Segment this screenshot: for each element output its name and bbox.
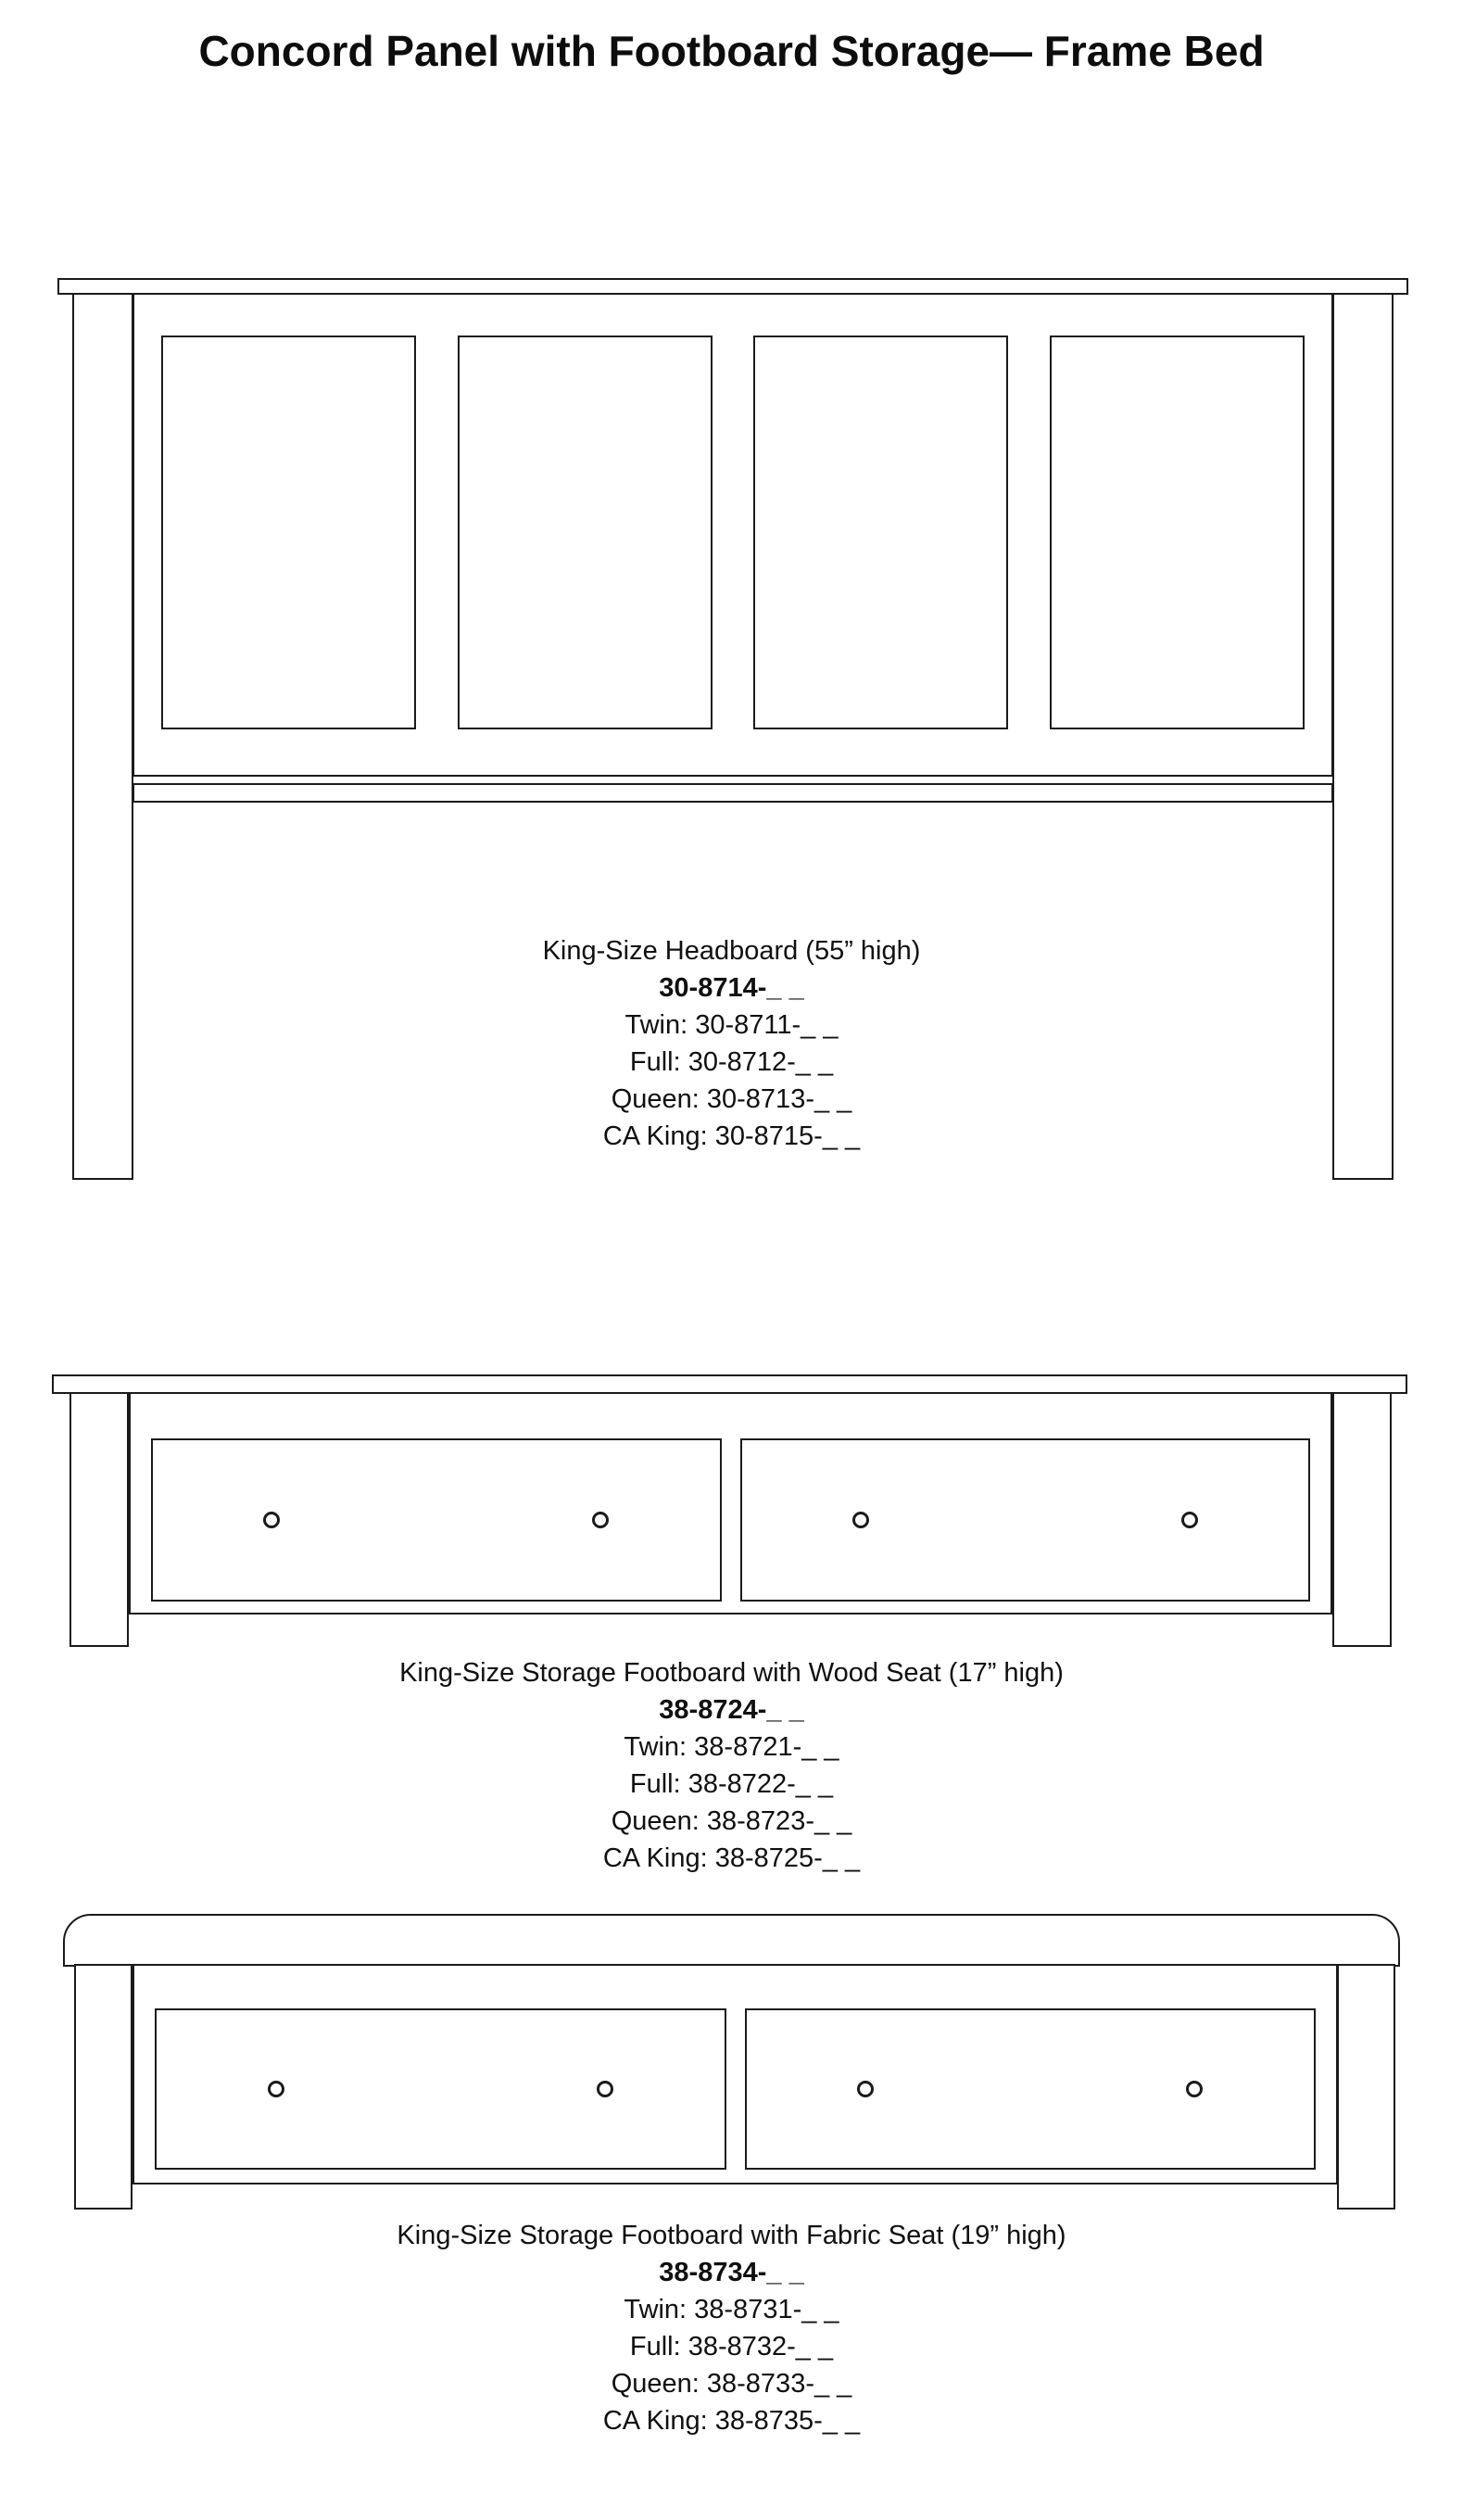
headboard-panel-2: [457, 336, 713, 729]
headboard-panel-1: [161, 336, 416, 729]
footboard-wood-seat-cap: [52, 1374, 1407, 1394]
drawer-knob: [851, 1512, 869, 1528]
drawer-knob: [1180, 1512, 1198, 1528]
headboard-caption-block: King-Size Headboard (55” high) 30-8714-_…: [0, 932, 1463, 1155]
headboard-post-right: [1332, 293, 1394, 1180]
footboard-fabric-drawer-right: [744, 2008, 1316, 2170]
footboard-wood-item-number: 38-8724-_ _: [659, 1695, 804, 1725]
drawer-knob: [267, 2081, 284, 2097]
page-title: Concord Panel with Footboard Storage— Fr…: [198, 27, 1265, 75]
headboard-lower-rail: [132, 783, 1333, 803]
drawer-knob: [263, 1512, 281, 1528]
footboard-fabric-seat-cap: [63, 1914, 1400, 1967]
footboard-wood-body: [129, 1392, 1332, 1615]
headboard-variant-queen: Queen: 30-8713-_ _: [611, 1084, 852, 1114]
footboard-fabric-drawing: [63, 1914, 1400, 2210]
footboard-wood-variant-queen: Queen: 38-8723-_ _: [611, 1806, 852, 1836]
footboard-fabric-body: [132, 1964, 1338, 2184]
footboard-wood-variant-ca-king: CA King: 38-8725-_ _: [602, 1843, 861, 1873]
footboard-wood-leg-left: [69, 1392, 129, 1647]
headboard-variant-full: Full: 30-8712-_ _: [629, 1047, 834, 1077]
footboard-wood-drawer-right: [739, 1438, 1310, 1602]
headboard-item-number: 30-8714-_ _: [659, 973, 804, 1003]
headboard-post-left: [72, 293, 133, 1180]
headboard-panel-3: [753, 336, 1009, 729]
drawer-knob: [596, 2081, 613, 2097]
footboard-fabric-variant-full: Full: 38-8732-_ _: [629, 2332, 834, 2362]
footboard-wood-caption-block: King-Size Storage Footboard with Wood Se…: [0, 1654, 1463, 1877]
footboard-wood-drawer-left: [151, 1438, 722, 1602]
footboard-wood-variant-full: Full: 38-8722-_ _: [629, 1769, 834, 1799]
headboard-variant-ca-king: CA King: 30-8715-_ _: [602, 1121, 861, 1151]
footboard-fabric-drawer-left: [155, 2008, 726, 2170]
headboard-panel-4: [1049, 336, 1305, 729]
drawer-knob: [592, 1512, 610, 1528]
headboard-panel-frame: [132, 293, 1333, 777]
footboard-fabric-variant-queen: Queen: 38-8733-_ _: [611, 2369, 852, 2399]
footboard-fabric-variant-ca-king: CA King: 38-8735-_ _: [602, 2406, 861, 2436]
headboard-caption: King-Size Headboard (55” high): [542, 936, 921, 966]
footboard-fabric-variant-twin: Twin: 38-8731-_ _: [624, 2295, 839, 2324]
footboard-fabric-caption: King-Size Storage Footboard with Fabric …: [397, 2221, 1066, 2250]
footboard-wood-variant-twin: Twin: 38-8721-_ _: [624, 1732, 839, 1762]
footboard-fabric-caption-block: King-Size Storage Footboard with Fabric …: [0, 2217, 1463, 2439]
drawer-knob: [1186, 2081, 1204, 2097]
footboard-fabric-leg-right: [1337, 1964, 1395, 2210]
footboard-fabric-leg-left: [74, 1964, 132, 2210]
footboard-wood-leg-right: [1332, 1392, 1392, 1647]
headboard-variant-twin: Twin: 30-8711-_ _: [624, 1010, 839, 1040]
footboard-wood-drawing: [52, 1374, 1407, 1647]
headboard-drawing: [57, 278, 1408, 1182]
footboard-wood-caption: King-Size Storage Footboard with Wood Se…: [399, 1658, 1064, 1688]
footboard-fabric-item-number: 38-8734-_ _: [659, 2258, 804, 2287]
drawer-knob: [857, 2081, 875, 2097]
